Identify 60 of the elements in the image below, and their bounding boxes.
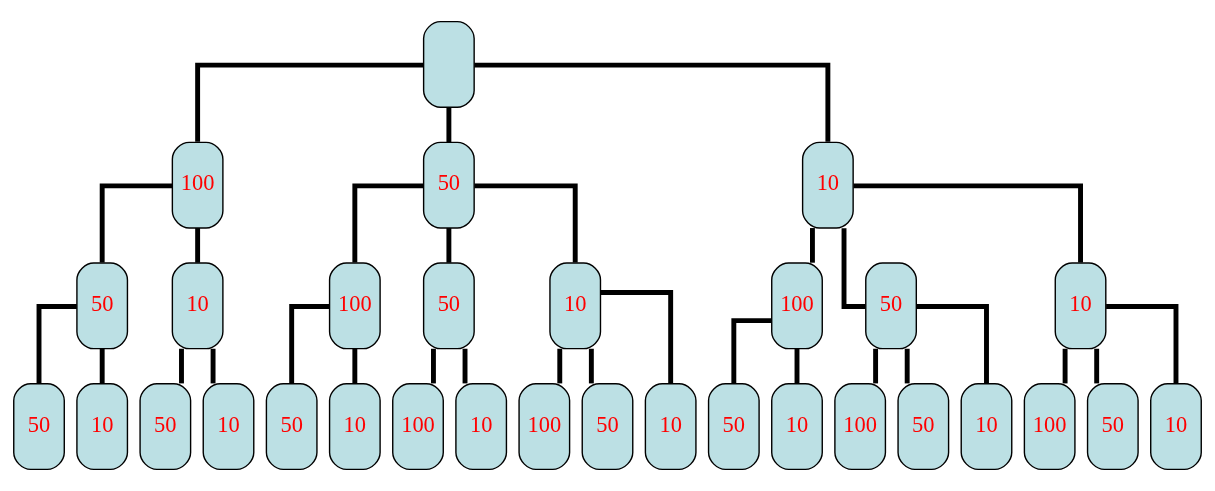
node-box: 50 xyxy=(422,262,475,350)
connector xyxy=(195,62,424,142)
connector xyxy=(557,348,563,384)
connector xyxy=(446,107,452,142)
connector xyxy=(588,348,594,384)
connector xyxy=(810,228,815,263)
node-box: 10 xyxy=(76,383,129,471)
connector xyxy=(352,183,424,263)
connector xyxy=(474,62,831,142)
node-box: 50 xyxy=(581,383,634,471)
node-box: 10 xyxy=(644,383,697,471)
connector xyxy=(873,348,879,384)
node-box: 10 xyxy=(960,383,1013,471)
connector xyxy=(36,304,77,384)
connector xyxy=(1062,348,1068,384)
connector xyxy=(474,183,578,263)
node-box: 50 xyxy=(139,383,192,471)
connector xyxy=(210,348,216,384)
node-box: 10 xyxy=(801,141,854,229)
node-box: 50 xyxy=(76,262,129,350)
node-box xyxy=(422,20,475,108)
node-box: 50 xyxy=(422,141,475,229)
node-box: 10 xyxy=(1150,383,1202,471)
connector xyxy=(904,348,910,384)
connector xyxy=(916,304,989,384)
node-box: 50 xyxy=(897,383,950,471)
connector xyxy=(600,290,674,384)
connector xyxy=(179,348,184,384)
connector xyxy=(99,348,105,384)
node-box: 10 xyxy=(455,383,508,471)
connector xyxy=(195,228,201,263)
connector xyxy=(289,304,330,384)
connector xyxy=(446,228,452,263)
node-box: 50 xyxy=(707,383,760,471)
connector xyxy=(99,183,173,263)
connector xyxy=(1106,304,1179,384)
node-box: 10 xyxy=(328,383,381,471)
node-box: 50 xyxy=(1086,383,1139,471)
node-box: 50 xyxy=(865,262,917,350)
node-box: 100 xyxy=(171,141,224,229)
node-box: 10 xyxy=(771,383,823,471)
connector xyxy=(1094,348,1100,384)
connector xyxy=(853,183,1083,263)
node-box: 100 xyxy=(771,262,823,350)
node-box: 10 xyxy=(549,262,602,350)
node-box: 10 xyxy=(171,262,224,350)
node-box: 50 xyxy=(13,383,65,471)
node-box: 100 xyxy=(392,383,444,471)
node-box: 100 xyxy=(1023,383,1076,471)
connector xyxy=(462,348,468,384)
connector xyxy=(352,348,358,384)
node-box: 10 xyxy=(1054,262,1107,350)
node-box: 10 xyxy=(202,383,255,471)
node-box: 100 xyxy=(834,383,887,471)
connector xyxy=(731,318,772,384)
node-box: 100 xyxy=(328,262,381,350)
node-box: 50 xyxy=(265,383,318,471)
connector xyxy=(431,348,436,384)
node-box: 100 xyxy=(518,383,571,471)
connector xyxy=(794,348,800,384)
